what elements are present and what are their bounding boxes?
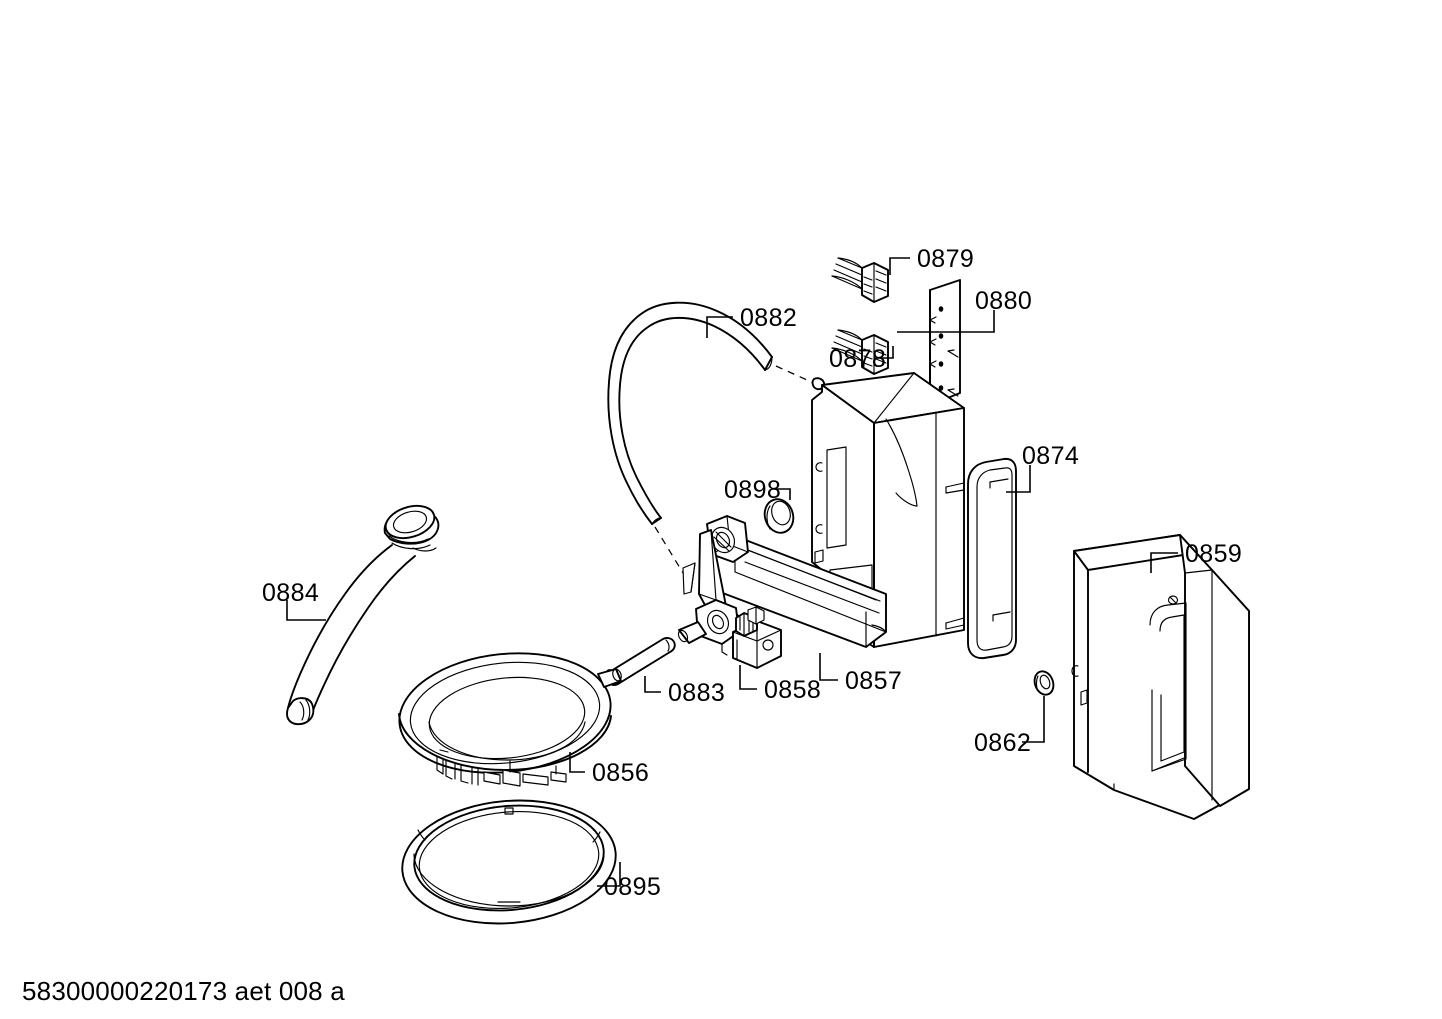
callout-label-0879: 0879 <box>917 245 974 273</box>
callout-label-0878: 0878 <box>829 345 886 373</box>
callout-label-0882: 0882 <box>740 304 797 332</box>
leader-0884 <box>286 600 326 621</box>
leader-0898 <box>772 488 791 500</box>
callout-label-0895: 0895 <box>604 873 661 901</box>
part-seal-ring-large <box>763 498 795 534</box>
part-mounting-plate <box>929 279 961 406</box>
leader-0859 <box>1150 552 1178 573</box>
leader-0895 <box>597 862 621 887</box>
part-bowl-gasket-ring <box>401 799 617 925</box>
leader-0882 <box>706 316 733 338</box>
leader-0878 <box>874 346 894 359</box>
callout-label-0859: 0859 <box>1185 540 1242 568</box>
leader-0858 <box>739 665 757 690</box>
part-wire-harness-connector-upper <box>831 257 889 303</box>
part-water-tank <box>811 372 1017 660</box>
leader-lines <box>286 257 1178 887</box>
callout-labels: 0879 0880 0878 0882 0874 0859 0898 0884 … <box>262 245 1242 901</box>
part-o-ring-small <box>1033 670 1055 696</box>
leader-0856 <box>569 752 585 773</box>
leader-0879 <box>889 257 910 275</box>
callout-label-0883: 0883 <box>668 679 725 707</box>
document-code: 58300000220173 aet 008 a <box>22 976 345 1006</box>
part-wire-harness-connector-lower <box>831 329 889 375</box>
callout-label-0857: 0857 <box>845 667 902 695</box>
leader-0862 <box>1022 696 1045 743</box>
part-tank-cover-panel <box>1071 534 1250 820</box>
callout-label-0858: 0858 <box>764 676 821 704</box>
part-condensate-bowl <box>398 652 622 787</box>
callout-label-0898: 0898 <box>724 476 781 504</box>
part-flow-sensor-switch <box>732 606 782 669</box>
part-drain-hose <box>286 504 440 726</box>
leader-0857 <box>819 653 838 681</box>
part-valve-channel-assembly <box>677 515 887 656</box>
callout-label-0862: 0862 <box>974 729 1031 757</box>
callout-label-0856: 0856 <box>592 759 649 787</box>
leader-0874 <box>1006 465 1031 493</box>
callout-label-0880: 0880 <box>975 287 1032 315</box>
leader-0880 <box>897 310 995 333</box>
callout-label-0874: 0874 <box>1022 442 1079 470</box>
part-curved-supply-hose <box>607 301 773 525</box>
callout-label-0884: 0884 <box>262 579 319 607</box>
leader-0883 <box>644 676 661 693</box>
